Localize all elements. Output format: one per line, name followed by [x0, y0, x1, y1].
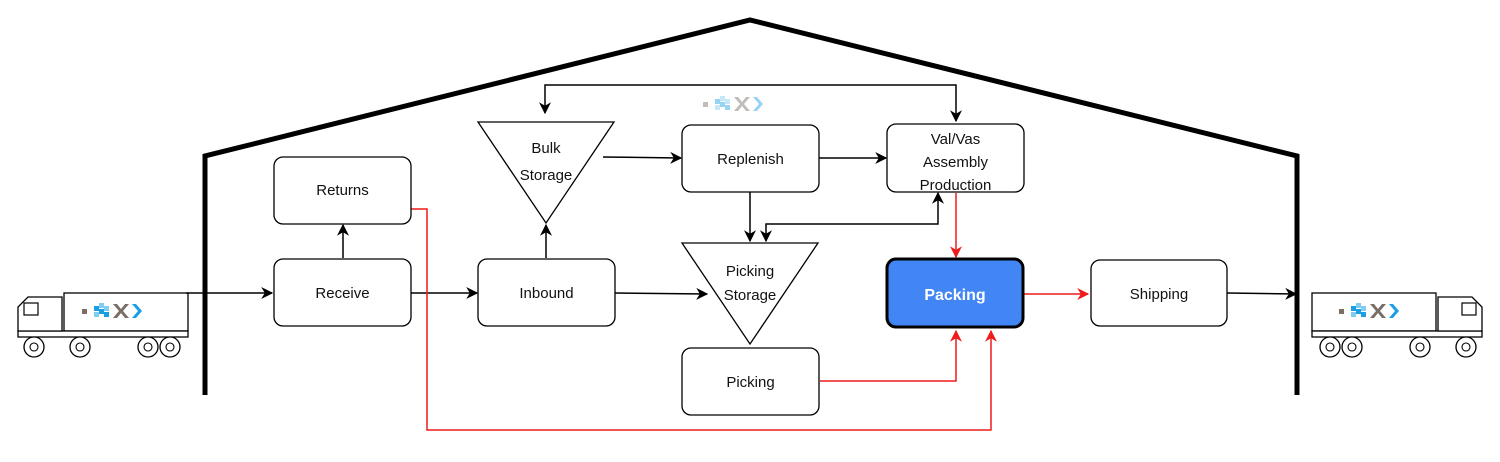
- node-inbound-label: Inbound: [519, 285, 573, 302]
- company-logo: [703, 96, 763, 111]
- node-packing-label: Packing: [924, 287, 985, 304]
- node-valvas-label-3: Production: [920, 177, 992, 194]
- node-bulk-storage-label-1: Bulk: [531, 140, 561, 157]
- node-picking-storage-label-1: Picking: [726, 263, 774, 280]
- node-picking[interactable]: Picking: [681, 347, 820, 416]
- node-returns[interactable]: Returns: [273, 156, 412, 225]
- flow-edges: [186, 84, 1298, 300]
- node-valvas-label-2: Assembly: [923, 154, 989, 171]
- packing-flow-edges: [411, 193, 1090, 431]
- node-returns-label: Returns: [316, 182, 369, 199]
- node-packing[interactable]: Packing: [885, 257, 1025, 329]
- node-receive-label: Receive: [315, 285, 369, 302]
- node-shipping[interactable]: Shipping: [1090, 259, 1228, 327]
- node-valvas[interactable]: Val/Vas Assembly Production: [886, 123, 1025, 194]
- node-valvas-label-1: Val/Vas: [931, 131, 980, 148]
- node-picking-label: Picking: [726, 374, 774, 391]
- warehouse-outline: [202, 17, 1300, 395]
- outbound-truck-icon: [1311, 292, 1483, 358]
- node-receive[interactable]: Receive: [273, 258, 412, 327]
- node-picking-storage-label-2: Storage: [724, 287, 777, 304]
- node-shipping-label: Shipping: [1130, 286, 1188, 303]
- node-replenish-label: Replenish: [717, 151, 784, 168]
- inbound-truck-icon: [17, 292, 189, 358]
- node-bulk-storage[interactable]: Bulk Storage: [476, 121, 616, 225]
- node-inbound[interactable]: Inbound: [477, 258, 616, 327]
- node-bulk-storage-label-2: Storage: [520, 167, 573, 184]
- node-picking-storage[interactable]: Picking Storage: [680, 242, 820, 346]
- node-replenish[interactable]: Replenish: [681, 124, 820, 193]
